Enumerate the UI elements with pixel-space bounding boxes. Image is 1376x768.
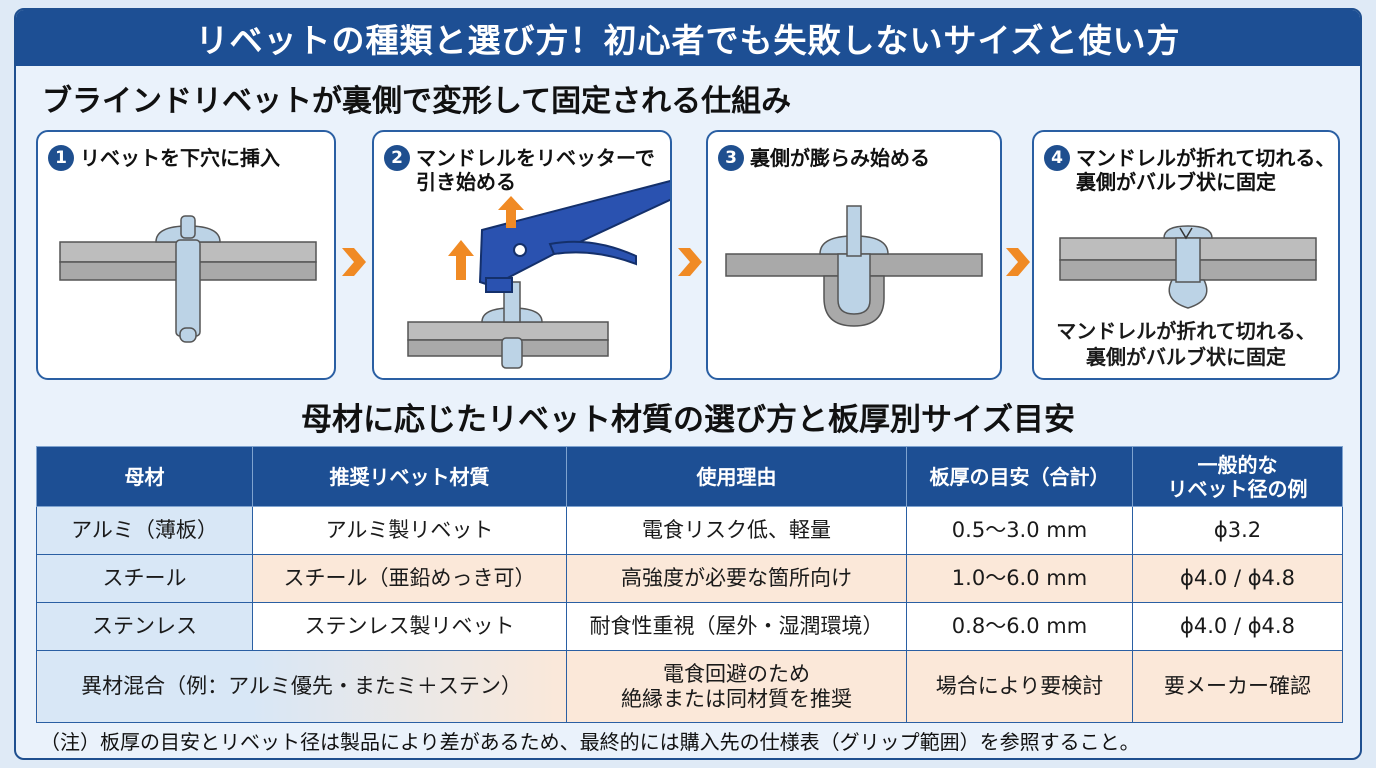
arrow-right-icon <box>1006 248 1030 276</box>
arrow-right-icon <box>342 248 366 276</box>
table-cell: アルミ製リベット <box>252 506 567 555</box>
table-cell: ɸ3.2 <box>1132 506 1343 555</box>
table-cell: ɸ4.0 / ɸ4.8 <box>1132 602 1343 651</box>
table-cell: ステンレス <box>36 602 253 651</box>
footnote: （注）板厚の目安とリベット径は製品により差があるため、最終的には購入先の仕様表（… <box>40 730 1140 754</box>
selection-table: 母材 推奨リベット材質 使用理由 板厚の目安（合計） 一般的な リベット径の例 … <box>36 446 1343 723</box>
step-4-text: マンドレルが折れて切れる、 裏側がバルブ状に固定 <box>1076 146 1336 194</box>
column-header: 一般的な リベット径の例 <box>1132 446 1343 507</box>
table-cell: 耐食性重視（屋外・湿潤環境） <box>566 602 907 651</box>
table-cell: 0.5〜3.0 mm <box>906 506 1133 555</box>
table-cell: 異材混合（例：アルミ優先・またミ＋ステン） <box>36 650 567 723</box>
table-row: 異材混合（例：アルミ優先・またミ＋ステン） 電食回避のため 絶縁または同材質を推… <box>36 650 1343 723</box>
table-cell: 電食回避のため 絶縁または同材質を推奨 <box>566 650 907 723</box>
step-1-panel: 1 リベットを下穴に挿入 <box>36 130 336 380</box>
column-header: 推奨リベット材質 <box>252 446 567 507</box>
table-row: スチール スチール（亜鉛めっき可） 高強度が必要な箇所向け 1.0〜6.0 mm… <box>36 554 1343 603</box>
step-3-panel: 3 裏側が膨らみ始める <box>706 130 1002 380</box>
column-header: 母材 <box>36 446 253 507</box>
column-header: 使用理由 <box>566 446 907 507</box>
page-title: リベットの種類と選び方！初心者でも失敗しないサイズと使い方 <box>16 10 1360 66</box>
infographic-frame: リベットの種類と選び方！初心者でも失敗しないサイズと使い方 ブラインドリベットが… <box>14 8 1362 760</box>
arrow-right-icon <box>678 248 702 276</box>
table-cell: アルミ（薄板） <box>36 506 253 555</box>
table-cell: 1.0〜6.0 mm <box>906 554 1133 603</box>
step-1-illustration <box>59 215 317 343</box>
table-cell: スチール <box>36 554 253 603</box>
table-cell: ステンレス製リベット <box>252 602 567 651</box>
step-3-illustration <box>725 205 983 327</box>
step-1-caption: 1 リベットを下穴に挿入 <box>48 145 280 171</box>
step-4-illustration <box>1059 225 1317 309</box>
table-cell: スチール（亜鉛めっき可） <box>252 554 567 603</box>
table-cell: 0.8〜6.0 mm <box>906 602 1133 651</box>
selection-title: 母材に応じたリベット材質の選び方と板厚別サイズ目安 <box>300 402 1076 438</box>
step-4-number: 4 <box>1044 145 1070 171</box>
step-2-caption: 2 マンドレルをリベッターで 引き始める <box>384 145 655 194</box>
table-cell: 電食リスク低、軽量 <box>566 506 907 555</box>
table-row: ステンレス ステンレス製リベット 耐食性重視（屋外・湿潤環境） 0.8〜6.0 … <box>36 602 1343 651</box>
step-4-panel: 4 マンドレルが折れて切れる、 裏側がバルブ状に固定 マンドレルが折れて切れる、… <box>1032 130 1340 380</box>
step-4-caption: 4 マンドレルが折れて切れる、 裏側がバルブ状に固定 <box>1044 145 1336 194</box>
step-3-text: 裏側が膨らみ始める <box>750 146 930 170</box>
step-3-number: 3 <box>718 145 744 171</box>
table-cell: ɸ4.0 / ɸ4.8 <box>1132 554 1343 603</box>
mechanism-title: ブラインドリベットが裏側で変形して固定される仕組み <box>42 84 792 119</box>
table-row: アルミ（薄板） アルミ製リベット 電食リスク低、軽量 0.5〜3.0 mm ɸ3… <box>36 506 1343 555</box>
table-cell: 高強度が必要な箇所向け <box>566 554 907 603</box>
step-2-text: マンドレルをリベッターで 引き始める <box>416 146 655 194</box>
step-1-text: リベットを下穴に挿入 <box>80 146 280 170</box>
column-header: 板厚の目安（合計） <box>906 446 1133 507</box>
step-2-number: 2 <box>384 145 410 171</box>
step-4-bottom-caption: マンドレルが折れて切れる、 裏側がバルブ状に固定 <box>1056 319 1316 369</box>
step-2-illustration <box>407 180 670 369</box>
table-cell: 要メーカー確認 <box>1132 650 1343 723</box>
table-header-row: 母材 推奨リベット材質 使用理由 板厚の目安（合計） 一般的な リベット径の例 <box>36 446 1343 507</box>
table-cell: 場合により要検討 <box>906 650 1133 723</box>
step-3-caption: 3 裏側が膨らみ始める <box>718 145 930 171</box>
step-1-number: 1 <box>48 145 74 171</box>
step-2-panel: 2 マンドレルをリベッターで 引き始める <box>372 130 672 380</box>
